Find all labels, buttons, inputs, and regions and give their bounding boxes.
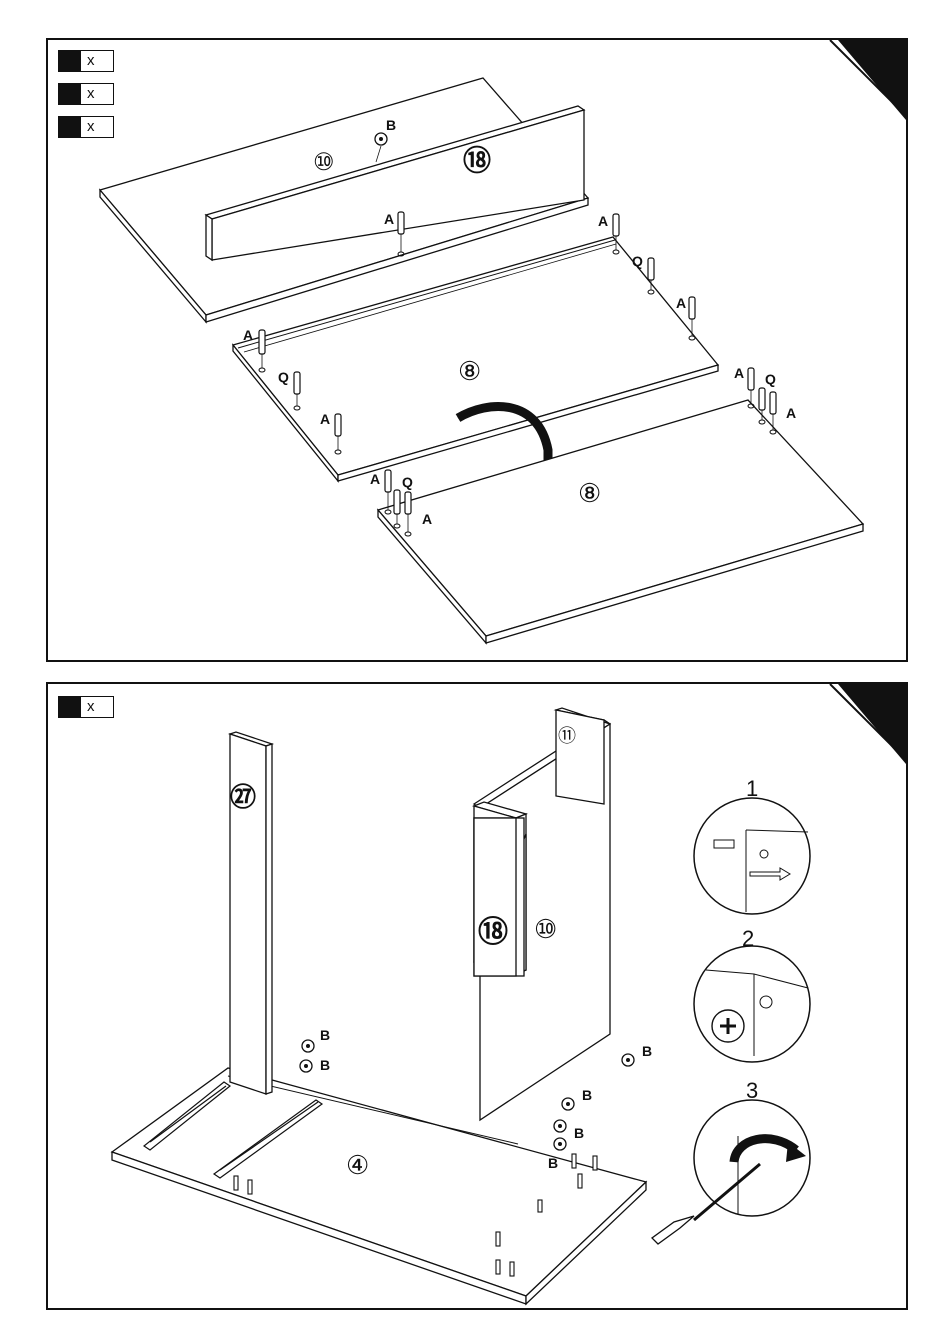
- cam-lock-icon: [300, 1060, 312, 1072]
- part-number-side-panel-upper: ⑧: [458, 357, 481, 387]
- part-number-panel: ⑩: [534, 915, 557, 945]
- cam-lock-icon: [375, 133, 387, 145]
- hardware-label-a: A: [734, 365, 744, 381]
- detail-step-3: [652, 1100, 810, 1244]
- assembly-step-panel-top: x x x B ⑩ ⑱: [46, 38, 908, 662]
- hardware-label-a: A: [320, 411, 330, 427]
- step-number-1: 1: [746, 776, 758, 801]
- hardware-label-b: B: [582, 1087, 592, 1103]
- part-number-post: ㉗: [230, 782, 256, 813]
- detail-step-1: [694, 798, 810, 914]
- hardware-label-q: Q: [632, 253, 643, 269]
- cam-lock-icon: [562, 1098, 574, 1110]
- hardware-label-b: B: [642, 1043, 652, 1059]
- bottom-assembly-drawing: ④ ㉗ ⑪ ⑩: [48, 684, 906, 1308]
- hardware-label-b: B: [574, 1125, 584, 1141]
- step-corner-tab: [838, 40, 906, 120]
- hardware-label-b: B: [320, 1057, 330, 1073]
- hardware-label-a: A: [370, 471, 380, 487]
- cam-lock-icon: [554, 1138, 566, 1150]
- step-number-3: 3: [746, 1078, 758, 1103]
- hardware-label-a: A: [243, 327, 253, 343]
- cam-lock-icon: [622, 1054, 634, 1066]
- detail-step-2: [694, 946, 810, 1062]
- hardware-label-q: Q: [278, 369, 289, 385]
- part-number-panel-top: ⑪: [558, 726, 576, 747]
- part-number-side-panel-lower: ⑧: [578, 479, 601, 509]
- hardware-label-b: B: [548, 1155, 558, 1171]
- part-number-rail: ⑱: [463, 144, 491, 177]
- hardware-label-b: B: [386, 117, 396, 133]
- assembly-step-panel-bottom: x ④ ㉗: [46, 682, 908, 1310]
- hardware-label-a: A: [384, 211, 394, 227]
- hardware-label-a: A: [422, 511, 432, 527]
- cam-lock-icon: [302, 1040, 314, 1052]
- part-number-rail: ⑱: [478, 915, 508, 950]
- hardware-label-q: Q: [402, 474, 413, 490]
- part-number-base: ④: [346, 1151, 369, 1181]
- hardware-label-a: A: [676, 295, 686, 311]
- part-number-shelf: ⑩: [313, 148, 335, 176]
- hardware-label-q: Q: [765, 371, 776, 387]
- hardware-label-a: A: [786, 405, 796, 421]
- hardware-label-b: B: [320, 1027, 330, 1043]
- top-assembly-drawing: B ⑩ ⑱ A ⑧ A Q: [48, 40, 906, 660]
- step-corner-tab: [838, 684, 906, 764]
- hardware-label-a: A: [598, 213, 608, 229]
- cam-lock-icon: [554, 1120, 566, 1132]
